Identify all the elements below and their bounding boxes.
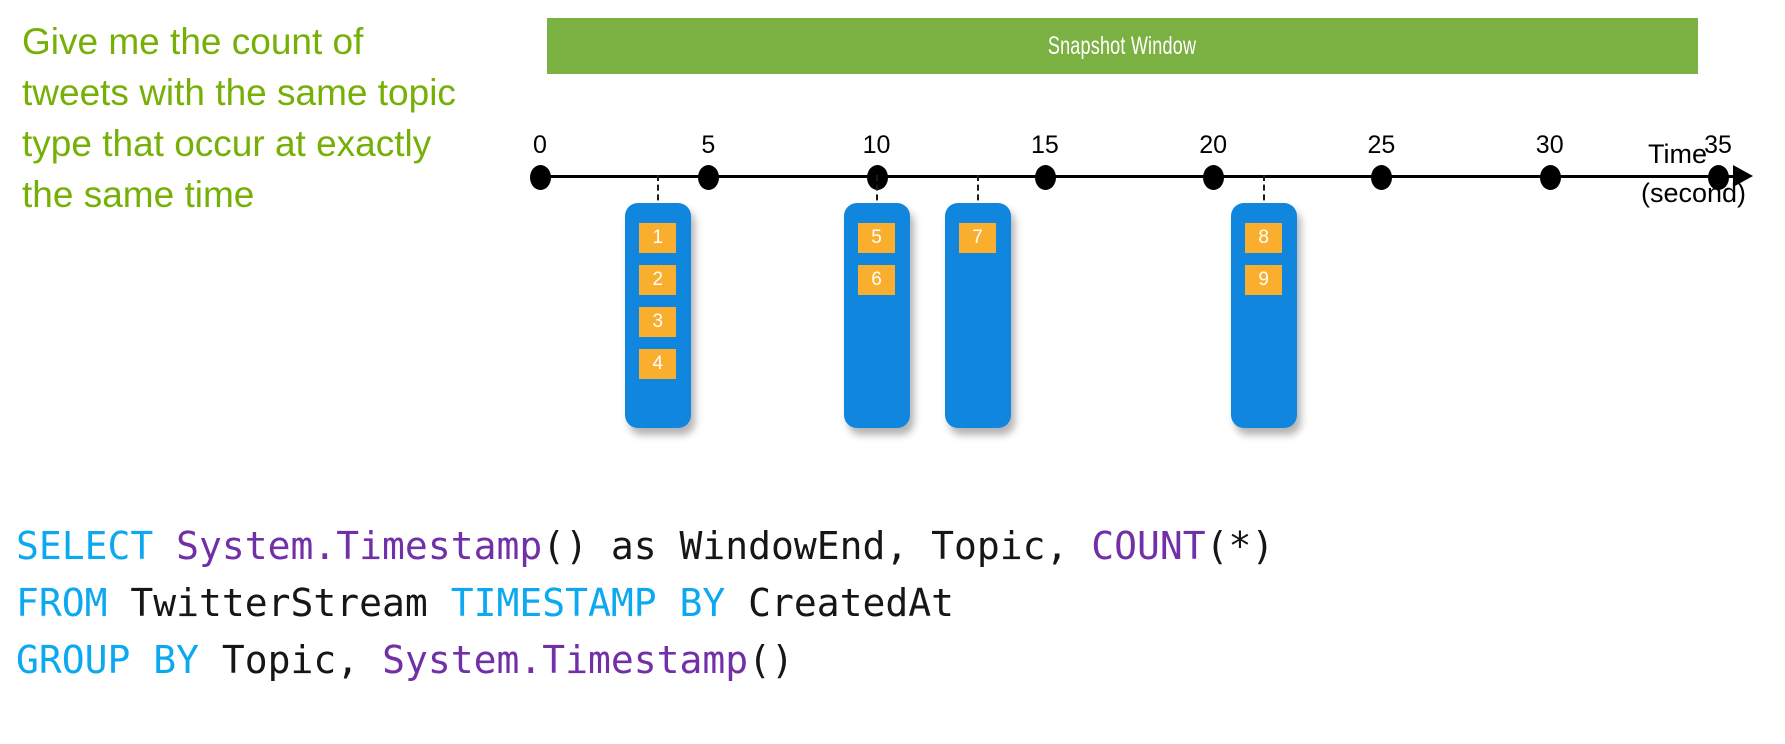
- timeline-arrow-head-icon: [1733, 165, 1753, 187]
- timeline-tick-label-25: 25: [1367, 131, 1396, 159]
- event-group-box[interactable]: 1 2 3 4: [624, 203, 691, 428]
- sql-token-id: Topic,: [221, 638, 383, 682]
- sql-token-id: CreatedAt: [748, 581, 955, 625]
- timeline-dot-35: [1708, 165, 1729, 190]
- sql-line-3: GROUP BY Topic, System.Timestamp(): [16, 632, 1274, 689]
- sql-token-kw: TIMESTAMP BY: [450, 581, 749, 625]
- event-connector-line: [1262, 175, 1265, 210]
- timeline-dot-30: [1539, 165, 1561, 190]
- timeline-dot-20: [1203, 165, 1225, 190]
- timeline-tick-label-5: 5: [701, 131, 716, 159]
- sql-line-1: SELECT System.Timestamp() as WindowEnd, …: [16, 518, 1274, 575]
- event-badge[interactable]: 3: [639, 307, 677, 337]
- event-badge[interactable]: 1: [639, 223, 677, 253]
- sql-token-fn: System.Timestamp: [176, 524, 543, 568]
- timeline-axis-line: [540, 175, 1740, 178]
- sql-token-id: (*): [1205, 524, 1275, 568]
- sql-line-2: FROM TwitterStream TIMESTAMP BY CreatedA…: [16, 575, 1274, 632]
- sql-token-id: (): [748, 638, 794, 682]
- sql-token-fn: System.Timestamp: [382, 638, 749, 682]
- event-connector-line: [656, 175, 659, 210]
- event-badge[interactable]: 6: [858, 265, 896, 295]
- event-badge[interactable]: 9: [1245, 265, 1283, 295]
- event-connector-line: [976, 175, 979, 210]
- event-group-box[interactable]: 7: [944, 203, 1011, 428]
- timeline-dot-10: [866, 165, 888, 190]
- sql-token-id: () as WindowEnd, Topic,: [542, 524, 1092, 568]
- event-badge[interactable]: 4: [639, 349, 677, 379]
- timeline-tick-label-0: 0: [533, 131, 547, 159]
- sql-token-kw: GROUP BY: [16, 638, 222, 682]
- event-badge[interactable]: 2: [639, 265, 677, 295]
- event-badge[interactable]: 5: [858, 223, 896, 253]
- timeline-tick-label-20: 20: [1199, 131, 1228, 159]
- timeline-tick-label-35: 35: [1704, 131, 1732, 159]
- question-prompt: Give me the count of tweets with the sam…: [22, 21, 456, 215]
- timeline-dot-15: [1034, 165, 1056, 190]
- time-axis-title: Time: [1648, 139, 1707, 169]
- timeline-tick-label-30: 30: [1535, 131, 1564, 159]
- sql-token-kw: SELECT: [16, 524, 177, 568]
- snapshot-window-banner: Snapshot Window: [547, 18, 1698, 74]
- timeline-tick-label-15: 15: [1030, 131, 1059, 159]
- event-connector-line: [875, 175, 878, 210]
- sql-token-id: TwitterStream: [130, 581, 451, 625]
- event-badge[interactable]: 8: [1245, 223, 1283, 253]
- timeline-dot-0: [530, 165, 551, 190]
- sql-token-kw: FROM: [16, 581, 131, 625]
- timeline-tick-label-10: 10: [862, 131, 891, 159]
- timeline-dot-25: [1371, 165, 1393, 190]
- event-badge[interactable]: 7: [959, 223, 997, 253]
- time-axis-unit: (second): [1641, 178, 1747, 208]
- sql-query-block: SELECT System.Timestamp() as WindowEnd, …: [16, 518, 1274, 689]
- sql-token-fn: COUNT: [1091, 524, 1206, 568]
- timeline-dot-5: [698, 165, 720, 190]
- snapshot-window-label: Snapshot Window: [1048, 31, 1197, 60]
